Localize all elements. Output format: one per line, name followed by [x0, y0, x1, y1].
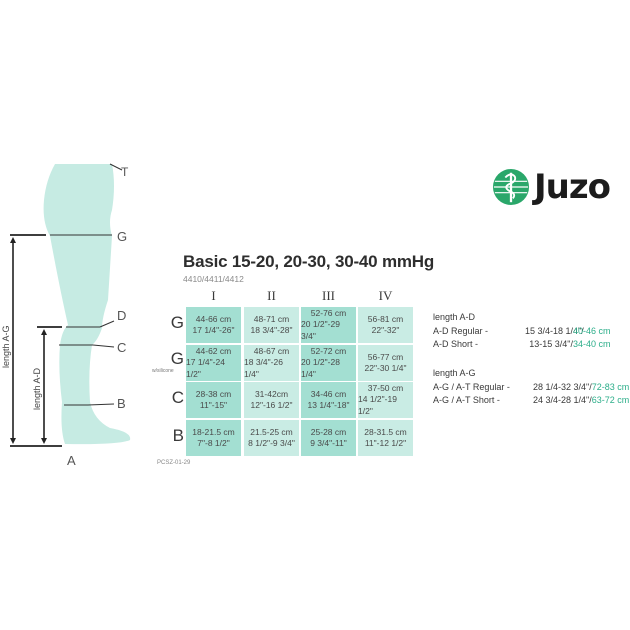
length-ad-heading: length A-D — [433, 312, 476, 322]
length-ag-heading: length A-G — [433, 368, 476, 378]
svg-text:B: B — [117, 396, 126, 411]
row-label-g-silicone: G — [170, 349, 184, 368]
column-header-4: IV — [378, 288, 393, 303]
svg-text:length A-D: length A-D — [32, 367, 42, 410]
length-row: A-G / A-T Regular - 28 1/4-32 3/4"/ 72-8… — [433, 381, 630, 392]
row-label-g: G — [170, 313, 184, 332]
column-header-3: III — [322, 288, 335, 303]
juzo-logo: Juzo — [492, 167, 611, 207]
svg-text:G: G — [117, 229, 127, 244]
chart-title: Basic 15-20, 20-30, 30-40 mmHg — [183, 252, 435, 271]
row-label-b: B — [172, 426, 184, 445]
column-header-2: II — [267, 288, 276, 303]
svg-text:T: T — [121, 165, 129, 179]
length-row: A-D Short - 13-15 3/4"/ 34-40 cm — [433, 338, 611, 349]
length-ad-section: length A-D A-D Regular - 15 3/4-18 1/4"/… — [433, 310, 611, 350]
svg-text:D: D — [117, 308, 126, 323]
reference-code: PCSZ-01-29 — [157, 460, 191, 466]
silicone-note: w/silicone — [152, 368, 174, 374]
product-codes: 4410/4411/4412 — [183, 274, 244, 284]
row-label-c: C — [171, 388, 184, 407]
length-row: A-G / A-T Short - 24 3/4-28 1/4"/ 63-72 … — [433, 394, 630, 405]
svg-text:A: A — [67, 453, 76, 468]
column-header-1: I — [211, 288, 216, 303]
caduceus-globe-icon — [492, 168, 530, 206]
leg-measurement-diagram: T G D C B A length A-G length A-D — [1, 163, 131, 468]
length-ag-section: length A-G A-G / A-T Regular - 28 1/4-32… — [433, 366, 629, 406]
svg-text:length A-G: length A-G — [1, 325, 11, 368]
svg-text:C: C — [117, 340, 126, 355]
brand-name: Juzo — [534, 167, 611, 207]
leg-silhouette — [43, 164, 131, 445]
length-row: A-D Regular - 15 3/4-18 1/4"/ 40-46 cm — [433, 325, 611, 336]
